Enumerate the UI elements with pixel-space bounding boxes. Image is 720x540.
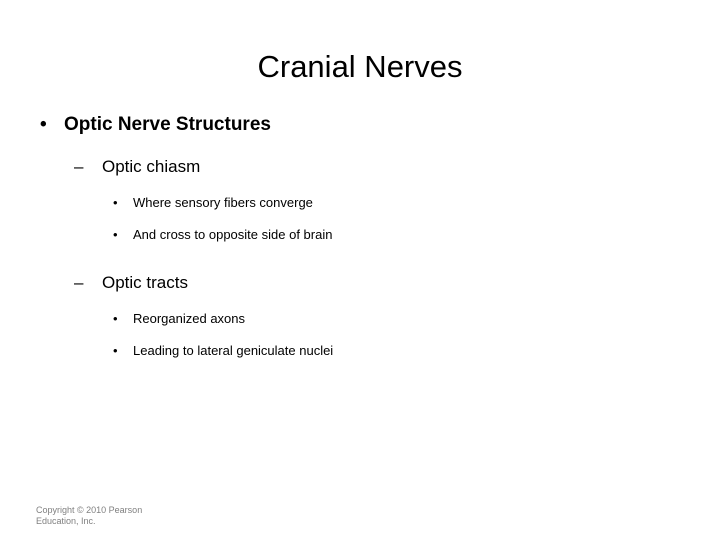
list-item: – Optic tracts <box>0 271 720 295</box>
copyright-line-2: Education, Inc. <box>36 516 96 526</box>
list-item: • Optic Nerve Structures <box>0 112 720 138</box>
dash-marker-icon: – <box>74 273 84 292</box>
outline-list: • Optic Nerve Structures – Optic chiasm … <box>0 112 720 373</box>
list-item-label: Optic Nerve Structures <box>64 114 271 135</box>
list-item: • Reorganized axons <box>0 309 720 329</box>
list-item: • Leading to lateral geniculate nuclei <box>0 341 720 361</box>
dash-marker-icon: – <box>74 157 84 176</box>
list-item-label: And cross to opposite side of brain <box>133 227 333 242</box>
page-title: Cranial Nerves <box>257 49 463 84</box>
list-item: • And cross to opposite side of brain <box>0 225 720 245</box>
bullet-marker-icon: • <box>113 195 118 210</box>
bullet-marker-icon: • <box>40 114 47 135</box>
list-item: • Where sensory fibers converge <box>0 193 720 213</box>
list-item-label: Where sensory fibers converge <box>133 195 313 210</box>
list-item-label: Leading to lateral geniculate nuclei <box>133 343 334 358</box>
list-item-label: Reorganized axons <box>133 311 246 326</box>
bullet-marker-icon: • <box>113 227 118 242</box>
list-item: – Optic chiasm <box>0 155 720 179</box>
list-item-label: Optic chiasm <box>102 157 201 176</box>
bullet-marker-icon: • <box>113 343 118 358</box>
list-item-label: Optic tracts <box>102 273 188 292</box>
copyright-footer: Copyright © 2010 Pearson Education, Inc. <box>36 505 236 527</box>
bullet-marker-icon: • <box>113 311 118 326</box>
copyright-line-1: Copyright © 2010 Pearson <box>36 505 143 515</box>
